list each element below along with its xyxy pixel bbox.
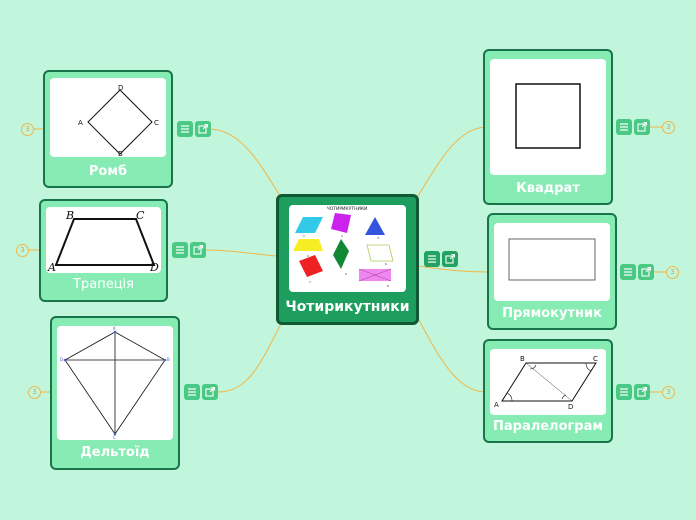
- square-image: [490, 59, 606, 175]
- vertex-label: D: [60, 357, 63, 362]
- rhombus-subtopic-count[interactable]: 3: [21, 123, 34, 136]
- connector-trapezoid: [204, 249, 277, 257]
- trapezoid-notes-button[interactable]: [172, 242, 188, 258]
- topic-kite[interactable]: K B C D Дельтоїд: [50, 316, 180, 470]
- kite-subtopic-count[interactable]: 3: [28, 386, 41, 399]
- rectangle-subtopic-count[interactable]: 3: [666, 266, 679, 279]
- rectangle-image: [494, 223, 610, 301]
- vertex-label: A: [78, 119, 83, 127]
- topic-trapezoid[interactable]: A B C D Трапеція: [39, 199, 168, 302]
- link-icon: [641, 266, 652, 277]
- topic-rectangle[interactable]: Прямокутник: [487, 213, 617, 330]
- square-notes-button[interactable]: [616, 119, 632, 135]
- rectangle-label: Прямокутник: [502, 306, 602, 321]
- connector-rectangle: [417, 265, 491, 273]
- parallelogram-image: A B C D: [490, 349, 606, 415]
- link-icon: [445, 253, 456, 264]
- rectangle-notes-button[interactable]: [620, 264, 636, 280]
- kite-link-button[interactable]: [202, 384, 218, 400]
- notes-icon: [428, 255, 436, 263]
- rectangle-link-button[interactable]: [638, 264, 654, 280]
- collage-mark: 4: [307, 254, 309, 258]
- rhombus-link-button[interactable]: [195, 121, 211, 137]
- vertex-label: K: [113, 326, 116, 331]
- square-label: Квадрат: [516, 181, 580, 196]
- link-icon: [637, 121, 648, 132]
- kite-notes-button[interactable]: [184, 384, 200, 400]
- vertex-label: B: [118, 150, 123, 157]
- vertex-label: B: [167, 357, 170, 362]
- connector-parallelogram: [417, 317, 487, 393]
- collage-mark: 2: [341, 234, 343, 238]
- trapezoid-link-button[interactable]: [190, 242, 206, 258]
- topic-rhombus[interactable]: A B C D Ромб: [43, 70, 173, 188]
- quadrilaterals-collage: ЧОТИРИКУТНИКИ 1 2 3 4 5 6 7 8: [293, 206, 394, 288]
- parallelogram-notes-button[interactable]: [616, 384, 632, 400]
- square-link-button[interactable]: [634, 119, 650, 135]
- square-figure: [515, 83, 581, 149]
- collage-title: ЧОТИРИКУТНИКИ: [327, 206, 368, 212]
- vertex-label: C: [593, 355, 598, 363]
- rectangle-figure: [508, 238, 596, 281]
- vertex-label: C: [154, 119, 159, 127]
- trapezoid-label: Трапеція: [73, 277, 134, 292]
- notes-icon: [620, 388, 628, 396]
- collage-mark: 1: [303, 234, 305, 238]
- collage-mark: 7: [309, 280, 311, 284]
- notes-icon: [620, 123, 628, 131]
- root-image: ЧОТИРИКУТНИКИ 1 2 3 4 5 6 7 8: [289, 205, 406, 292]
- parallelogram-subtopic-count[interactable]: 3: [662, 386, 675, 399]
- vertex-label: A: [494, 401, 499, 409]
- trapezoid-subtopic-count[interactable]: 3: [16, 244, 29, 257]
- trapezoid-figure: A B C D: [47, 209, 159, 273]
- root-topic[interactable]: ЧОТИРИКУТНИКИ 1 2 3 4 5 6 7 8 Чотирикутн…: [276, 194, 419, 325]
- collage-mark: 6: [385, 262, 387, 266]
- connector-rhombus: [209, 128, 281, 197]
- notes-icon: [181, 125, 189, 133]
- rhombus-label: Ромб: [88, 164, 128, 179]
- root-label: Чотирикутники: [285, 299, 410, 315]
- vertex-label: D: [118, 84, 123, 92]
- square-subtopic-count[interactable]: 3: [662, 121, 675, 134]
- parallelogram-figure: A B C D: [494, 355, 598, 411]
- vertex-label: C: [136, 209, 145, 222]
- vertex-label: C: [113, 435, 116, 440]
- notes-icon: [188, 388, 196, 396]
- root-link-button[interactable]: [442, 251, 458, 267]
- connector-kite: [217, 317, 285, 393]
- kite-figure: K B C D: [60, 326, 170, 440]
- link-icon: [193, 244, 204, 255]
- vertex-label: D: [568, 403, 573, 411]
- vertex-label: B: [65, 209, 74, 222]
- collage-mark: 5: [345, 272, 347, 276]
- root-notes-button[interactable]: [424, 251, 440, 267]
- topic-parallelogram[interactable]: A B C D Паралелограм: [483, 339, 613, 443]
- kite-image: K B C D: [57, 326, 173, 440]
- rhombus-figure: A B C D: [78, 84, 159, 157]
- connector-square: [417, 126, 487, 197]
- parallelogram-link-button[interactable]: [634, 384, 650, 400]
- vertex-label: D: [149, 261, 159, 273]
- trapezoid-image: A B C D: [46, 207, 161, 273]
- kite-label: Дельтоїд: [80, 445, 150, 460]
- notes-icon: [624, 268, 632, 276]
- parallelogram-label: Паралелограм: [492, 419, 604, 434]
- notes-icon: [176, 246, 184, 254]
- link-icon: [205, 386, 216, 397]
- vertex-label: B: [520, 355, 525, 363]
- collage-mark: 3: [377, 236, 379, 240]
- topic-square[interactable]: Квадрат: [483, 49, 613, 205]
- rhombus-image: A B C D: [50, 78, 166, 157]
- vertex-label: A: [47, 261, 56, 273]
- collage-mark: 8: [387, 284, 389, 288]
- link-icon: [198, 123, 209, 134]
- rhombus-notes-button[interactable]: [177, 121, 193, 137]
- link-icon: [637, 386, 648, 397]
